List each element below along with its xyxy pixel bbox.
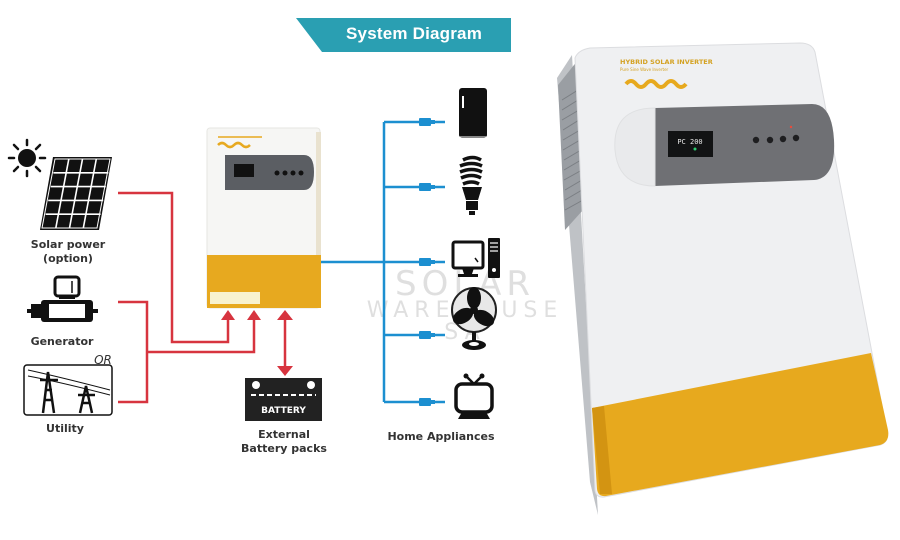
plug-icon [419,118,443,126]
arrow-up-icon [277,310,293,320]
solar-label-line1: Solar power [30,238,106,251]
product-sub-text: Pure Sine Wave Inverter [620,67,669,72]
sine-wave-logo-icon [624,79,688,89]
light-bulb-icon [459,155,483,215]
battery-icon: BATTERY [245,378,322,421]
product-display-readout: PC 200 [677,138,702,146]
plug-connectors [419,118,443,406]
product-brand-text: HYBRID SOLAR INVERTER [620,58,713,66]
fan-icon [451,287,497,350]
battery-icon-text: BATTERY [261,406,306,416]
generator-utility-bus-line [118,300,149,404]
solar-label: Solar power (option) [18,238,118,266]
plug-icon [419,258,443,266]
input-lines [118,191,256,404]
arrow-up-icon [247,310,261,320]
plug-icon [419,398,443,406]
or-label: OR [94,353,112,367]
input-arrowheads [221,310,293,376]
battery-label-line1: External [258,428,310,441]
solar-label-line2: (option) [43,252,93,265]
computer-icon [451,238,500,278]
utility-icon [23,364,113,416]
inverter-product-image: PC 200 HYBRID SOLAR INVERTER Pure Sine W… [557,42,889,515]
page-title: System Diagram [346,24,483,43]
arrow-up-icon [221,310,235,320]
arrow-down-icon [277,366,293,376]
generator-label: Generator [30,335,94,348]
grid-to-inverter-line [147,318,256,354]
home-appliances-label: Home Appliances [387,430,495,443]
battery-label-line2: Battery packs [241,442,327,455]
refrigerator-icon [459,88,487,138]
television-icon [454,373,494,419]
sun-icon [7,138,47,178]
solar-to-inverter-line [118,191,230,344]
inverter-small [206,127,321,309]
generator-icon [27,275,98,322]
battery-label: External Battery packs [232,428,336,456]
solar-panel-icon [40,157,112,230]
plug-icon [419,331,443,339]
utility-label: Utility [46,422,84,435]
title-banner [296,18,511,52]
plug-icon [419,183,443,191]
